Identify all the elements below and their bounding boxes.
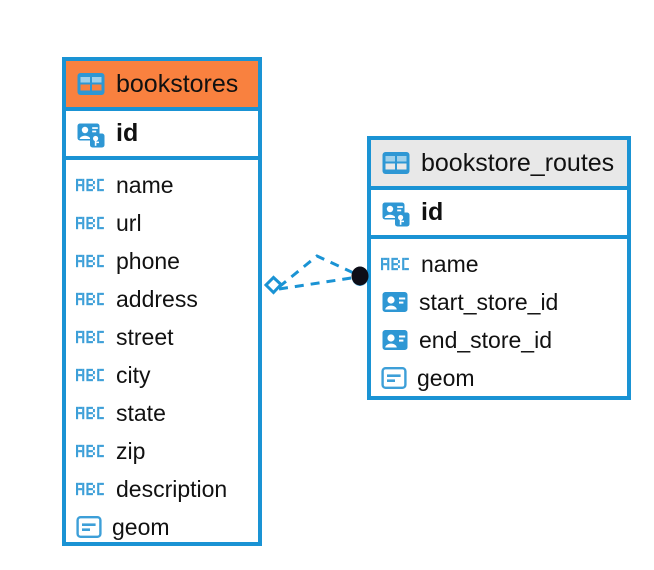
foreign-key-icon: [381, 288, 409, 316]
field-label: end_store_id: [419, 326, 552, 353]
field-row-name[interactable]: name: [76, 166, 248, 204]
abc-icon: [76, 402, 106, 424]
primary-key-label: id: [421, 198, 444, 226]
primary-key-row[interactable]: id: [371, 190, 627, 239]
abc-icon: [76, 326, 106, 348]
field-label: geom: [112, 513, 170, 540]
field-label: zip: [116, 437, 146, 464]
entity-bookstore-routes[interactable]: bookstore_routes id: [367, 136, 631, 400]
field-label: description: [116, 475, 228, 502]
field-label: name: [421, 250, 479, 277]
abc-icon: [76, 174, 106, 196]
primary-key-icon: [381, 198, 411, 228]
field-row-phone[interactable]: phone: [76, 242, 248, 280]
field-label: geom: [417, 364, 475, 391]
relationship-line-arc: [278, 254, 359, 289]
field-label: start_store_id: [419, 288, 559, 315]
abc-icon: [381, 253, 411, 275]
abc-icon: [76, 212, 106, 234]
abc-icon: [76, 288, 106, 310]
relationship-line-straight: [278, 275, 359, 291]
field-label: address: [116, 285, 198, 312]
primary-key-label: id: [116, 119, 139, 147]
field-row-state[interactable]: state: [76, 394, 248, 432]
geom-icon: [381, 365, 407, 391]
filled-circle-marker: [351, 266, 369, 286]
field-row-name[interactable]: name: [381, 245, 617, 283]
abc-icon: [76, 364, 106, 386]
geom-icon: [76, 514, 102, 540]
diamond-marker: [263, 275, 284, 295]
entity-header-bookstore-routes[interactable]: bookstore_routes: [371, 140, 627, 190]
field-row-city[interactable]: city: [76, 356, 248, 394]
relationship-connector: [258, 244, 376, 306]
entity-header-bookstores[interactable]: bookstores: [66, 61, 258, 111]
entity-title: bookstores: [116, 69, 239, 98]
field-label: state: [116, 399, 166, 426]
field-label: name: [116, 171, 174, 198]
primary-key-icon: [76, 119, 106, 149]
field-row-zip[interactable]: zip: [76, 432, 248, 470]
abc-icon: [76, 478, 106, 500]
primary-key-row[interactable]: id: [66, 111, 258, 160]
field-row-start-store-id[interactable]: start_store_id: [381, 283, 617, 321]
table-icon: [76, 69, 106, 99]
table-icon: [381, 148, 411, 178]
field-row-geom[interactable]: geom: [76, 508, 248, 546]
field-row-street[interactable]: street: [76, 318, 248, 356]
abc-icon: [76, 440, 106, 462]
field-row-address[interactable]: address: [76, 280, 248, 318]
field-row-geom[interactable]: geom: [381, 359, 617, 397]
field-label: url: [116, 209, 142, 236]
field-label: street: [116, 323, 174, 350]
circle-marker-highlight: [351, 279, 369, 286]
field-list-bookstores: name: [66, 160, 258, 552]
field-row-end-store-id[interactable]: end_store_id: [381, 321, 617, 359]
foreign-key-icon: [381, 326, 409, 354]
entity-bookstores[interactable]: bookstores id: [62, 57, 262, 546]
field-label: phone: [116, 247, 180, 274]
field-label: city: [116, 361, 151, 388]
field-row-url[interactable]: url: [76, 204, 248, 242]
abc-icon: [76, 250, 106, 272]
field-list-bookstore-routes: name start_store_id: [371, 239, 627, 403]
field-row-description[interactable]: description: [76, 470, 248, 508]
entity-title: bookstore_routes: [421, 148, 615, 177]
